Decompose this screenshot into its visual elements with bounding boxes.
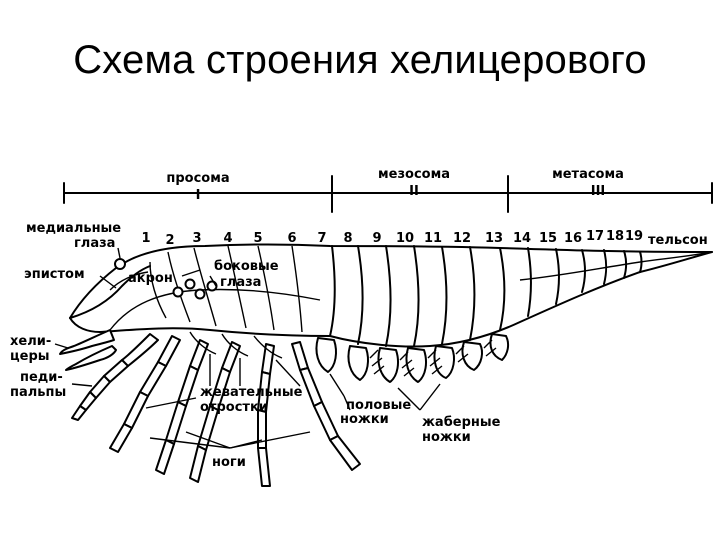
metasoma-roman: III [591, 184, 606, 199]
segment-number: 4 [223, 231, 232, 246]
lateral-eyes-label: глаза [220, 275, 261, 290]
genital-appendage [316, 338, 336, 372]
pedipalps-label: пальпы [10, 385, 66, 400]
segment-number: 10 [396, 231, 414, 246]
tergite-lines [330, 246, 712, 346]
gnathobases-label: отростки [200, 400, 268, 415]
prosoma-label: просома [166, 171, 229, 186]
mesosoma-roman: II [409, 184, 419, 199]
epistome-label: эпистом [24, 267, 85, 282]
segment-number: 14 [513, 231, 531, 246]
acron-label: акрон [128, 271, 173, 286]
chelicerae-label: хели- [10, 334, 51, 349]
lateral-eye-icon [196, 290, 205, 299]
segment-number: 13 [485, 231, 503, 246]
pedipalps-label: педи- [20, 370, 63, 385]
genital-legs-label: ножки [340, 412, 389, 427]
chelicerae-label: церы [10, 349, 50, 364]
walking-leg [258, 344, 274, 486]
segment-number: 16 [564, 231, 582, 246]
telson-label: тельсон [648, 233, 708, 248]
lateral-eyes-label: боковые [214, 259, 279, 274]
lateral-eye-icon [208, 282, 217, 291]
chelicera [60, 330, 116, 370]
gill-legs-label: ножки [422, 430, 471, 445]
segment-number: 1 [141, 231, 150, 246]
lateral-eye-icon [174, 288, 183, 297]
segment-number: 15 [539, 231, 557, 246]
segment-number: 11 [424, 231, 442, 246]
prosoma-roman: I [196, 188, 201, 203]
metasoma-label: метасома [552, 167, 624, 182]
mesosoma-label: мезосома [378, 167, 450, 182]
legs-label: ноги [212, 455, 246, 470]
genital-legs-label: половые [346, 398, 411, 413]
segment-number: 2 [165, 233, 174, 248]
lateral-eye-icon [186, 280, 195, 289]
segment-number: 19 [625, 229, 643, 244]
gill-legs-label: жаберные [422, 415, 501, 430]
segment-number: 3 [192, 231, 201, 246]
medial-eyes-label: глаза [74, 236, 115, 251]
medial-eye-icon [115, 259, 125, 269]
segment-number: 7 [317, 231, 326, 246]
gnathobases-label: жевательные [200, 385, 303, 400]
segment-number: 18 [606, 229, 624, 244]
segment-number: 9 [372, 231, 381, 246]
segment-number: 17 [586, 229, 604, 244]
medial-eyes-label: медиальные [26, 221, 121, 236]
segment-number: 12 [453, 231, 471, 246]
segment-number: 8 [343, 231, 352, 246]
